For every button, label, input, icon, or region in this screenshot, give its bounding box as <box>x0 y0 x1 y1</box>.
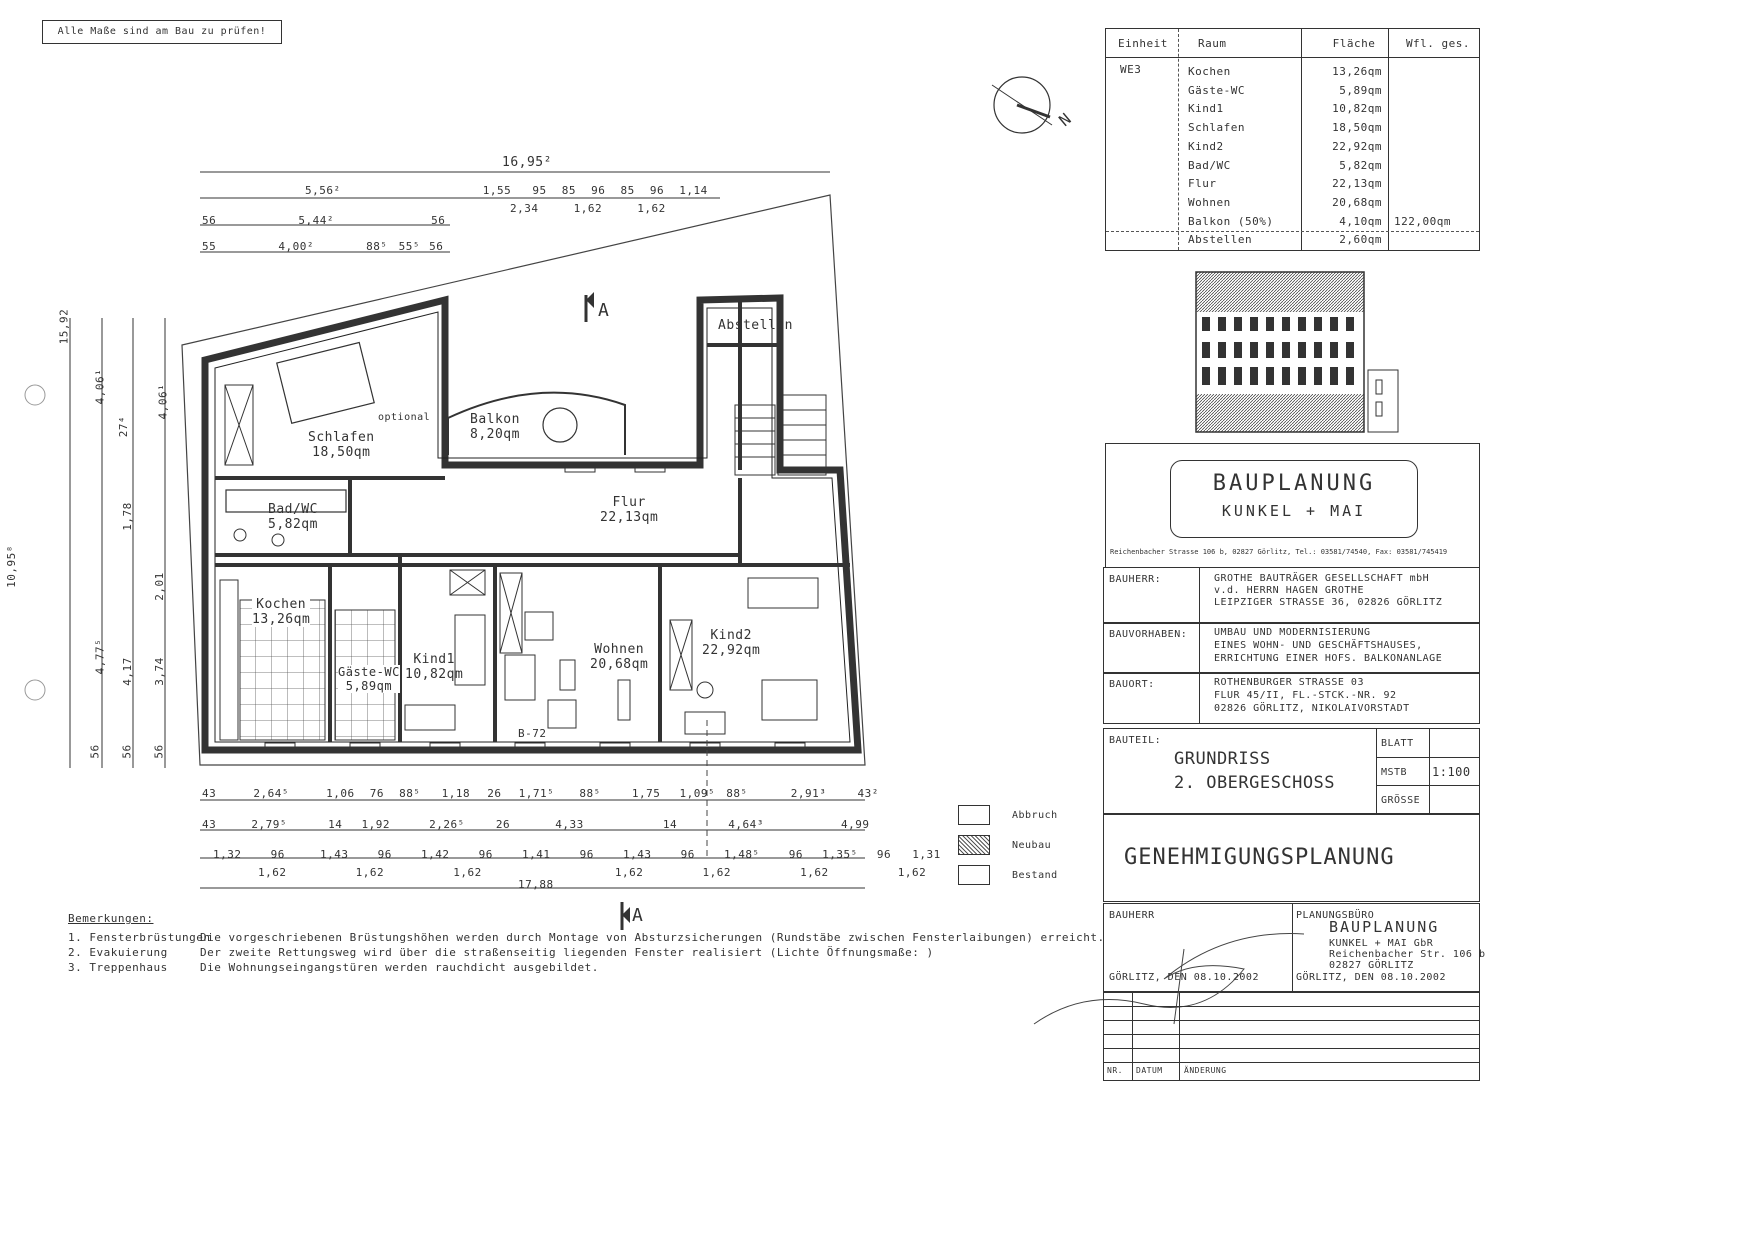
property-outline <box>181 194 866 766</box>
legend-item: Bestand <box>958 860 1058 890</box>
dim-top-row2: 56 5,44² 56 <box>202 214 446 227</box>
room-abstellen: Abstellen <box>718 318 793 333</box>
dimension-lines-left <box>69 318 166 768</box>
interior-walls <box>215 300 850 742</box>
firm-name: BAUPLANUNG <box>1212 471 1376 496</box>
dim-left-col2b: 4,77⁵ <box>93 638 107 675</box>
dim-left-col4b: 2,01 <box>152 572 166 601</box>
area-table-header: Einheit Raum Fläche Wfl. ges. <box>1106 29 1479 58</box>
dim-left-col1: 10,95⁸ <box>4 545 18 588</box>
balcony-outline <box>447 391 626 455</box>
windows-front <box>264 742 806 752</box>
dim-bottom-row1: 43 2,64⁵ 1,06 76 88⁵ 1,18 26 1,71⁵ 88⁵ 1… <box>202 787 879 800</box>
dim-top-row1: 5,56² 1,55 95 85 96 85 96 1,14 <box>305 184 708 197</box>
remarks-title: Bemerkungen: <box>68 912 154 925</box>
optional-note: optional <box>378 412 431 423</box>
firm-partners: KUNKEL + MAI <box>1221 502 1367 520</box>
firm-address: Reichenbacher Strasse 106 b, 02827 Görli… <box>1110 548 1448 556</box>
balcony-table <box>542 407 578 443</box>
unit-label: WE3 <box>1120 63 1142 76</box>
dim-left-col4d: 56 <box>152 744 166 759</box>
bathtub <box>225 489 347 513</box>
dim-bottom-row3: 1,32 96 1,43 96 1,42 96 1,41 96 1,43 96 … <box>213 848 941 861</box>
verification-note: Alle Maße sind am Bau zu prüfen! <box>42 20 282 44</box>
kitchen-counter <box>219 579 239 741</box>
section-label-bottom: A <box>632 905 644 926</box>
section-marker-bottom <box>620 902 630 930</box>
window-tag: B-72 <box>518 727 547 740</box>
dim-bottom-row2: 43 2,79⁵ 14 1,92 2,26⁵ 26 4,33 14 4,64³ … <box>202 818 870 831</box>
dim-left-col4a: 4,06¹ <box>156 383 170 420</box>
dim-left-col2c: 56 <box>88 744 102 759</box>
dim-top-row1-sub: 2,34 1,62 1,62 <box>510 202 666 215</box>
north-arrow-icon <box>991 76 1053 134</box>
dimension-lines-bottom <box>200 799 865 889</box>
dim-left-col3c: 4,17 <box>120 657 134 686</box>
total-area: 122,00qm <box>1394 215 1451 228</box>
dim-left-col3b: 1,78 <box>120 502 134 531</box>
dim-left-top: 15,92 <box>57 308 71 345</box>
dim-top-row3: 55 4,00² 88⁵ 55⁵ 56 <box>202 240 444 253</box>
revision-table: NR. DATUM ÄNDERUNG <box>1103 991 1480 1081</box>
legend: Abbruch Neubau Bestand <box>958 800 1058 890</box>
phase-row: GENEHMIGUNGSPLANUNG <box>1103 814 1480 902</box>
signature-scribble <box>1033 933 1305 1025</box>
dim-bottom-total: 17,88 <box>518 878 554 891</box>
building-elevation <box>1195 271 1399 433</box>
area-table: Einheit Raum Fläche Wfl. ges. WE3 Kochen… <box>1105 28 1480 251</box>
signature-row: BAUHERR PLANUNGSBÜRO BAUPLANUNG KUNKEL +… <box>1033 903 1485 1025</box>
legend-item: Abbruch <box>958 800 1058 830</box>
wardrobe <box>224 384 254 466</box>
legend-item: Neubau <box>958 830 1058 860</box>
furniture <box>404 611 818 735</box>
dim-bottom-row3-sub: 1,62 1,62 1,62 1,62 1,62 1,62 1,62 <box>258 866 927 879</box>
exterior-walls <box>201 294 862 754</box>
dim-left-col3a: 27⁴ <box>117 415 131 438</box>
dim-left-col2a: 4,06¹ <box>93 368 107 405</box>
windows-rear <box>564 461 666 473</box>
dim-left-col4c: 3,74 <box>152 657 166 686</box>
section-label-top: A <box>598 300 610 321</box>
dim-total-top: 16,95² <box>502 155 552 170</box>
abstellen-area: 2,60qm <box>1339 233 1382 246</box>
bed <box>276 341 375 424</box>
abstellen-room: Abstellen <box>1188 233 1253 246</box>
stamp-name: BAUPLANUNG <box>1329 918 1440 936</box>
dim-left-col3d: 56 <box>120 744 134 759</box>
firm-block: BAUPLANUNG KUNKEL + MAI Reichenbacher St… <box>1105 443 1480 568</box>
section-marker-top <box>584 292 594 322</box>
dimension-lines-top <box>200 171 830 253</box>
bauherr-row: BAUHERR: GROTHE BAUTRÄGER GESELLSCHAFT m… <box>1103 567 1480 624</box>
stairs <box>734 394 827 476</box>
